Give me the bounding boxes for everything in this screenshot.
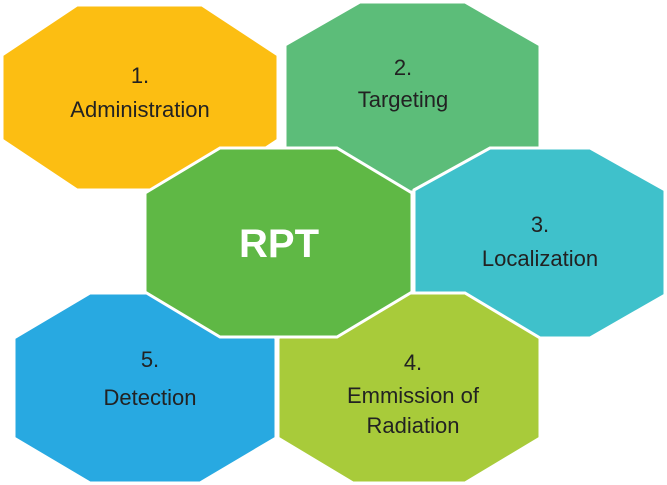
hex-targeting-number: 2. [394,55,412,80]
hex-administration: 1. Administration [0,3,280,192]
hex-targeting-text: Targeting [358,87,449,112]
hex-rpt-center-label: RPT [239,222,319,266]
hex-emmission-of-radiation-text-line1: Emmission of [347,383,480,408]
hex-detection-number: 5. [141,347,159,372]
hex-localization-number: 3. [531,212,549,237]
hex-administration-text: Administration [70,97,209,122]
hex-administration-shape [0,3,280,192]
hex-emmission-of-radiation-text-line2: Radiation [367,413,460,438]
hex-rpt-center: RPT [143,146,414,339]
hex-emmission-of-radiation: 4. Emmission of Radiation [276,291,542,485]
hex-detection: 5. Detection [12,291,278,485]
hex-emmission-of-radiation-number: 4. [404,350,422,375]
hex-targeting: 2. Targeting [283,0,542,194]
hex-localization: 3. Localization [412,146,667,340]
hex-detection-text: Detection [104,385,197,410]
hex-localization-text: Localization [482,246,598,271]
hex-administration-number: 1. [131,63,149,88]
hex-detection-shape [12,291,278,485]
hex-rpt-center-shape [143,146,414,339]
